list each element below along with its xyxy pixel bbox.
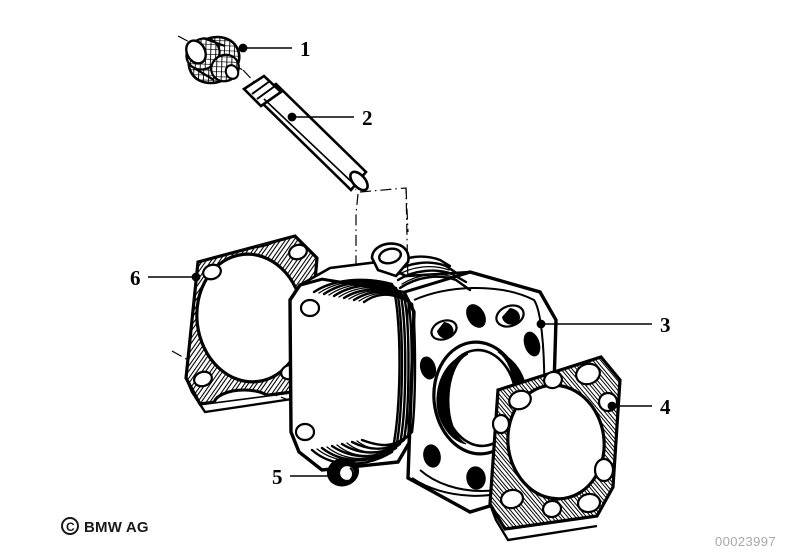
tube-collar-line-2: [256, 85, 276, 100]
cylinder-cooling-fins: [310, 278, 417, 465]
base-gasket-edge: [184, 377, 293, 414]
base-gasket-hole-tl: [202, 263, 222, 281]
copyright-brand: BMW AG: [84, 519, 149, 536]
cylinder-flange-hole-6: [423, 444, 441, 468]
cylinder-flange-holes: [419, 304, 541, 490]
copyright-symbol: C: [66, 520, 75, 534]
part-spark-plug-tube[interactable]: [241, 74, 371, 193]
footer: C BMW AG 00023997: [61, 517, 776, 549]
callout-2[interactable]: 2: [287, 106, 373, 130]
head-gasket-hole-3: [575, 362, 601, 386]
callout-5-dot: [327, 471, 337, 481]
head-gasket-hole-8: [541, 499, 563, 519]
axis-fold-vert: [405, 187, 409, 233]
cylinder-flange-hole-1-shadow: [437, 322, 454, 339]
callout-1-dot: [238, 43, 248, 53]
cylinder-base-flange-hole-top: [299, 298, 321, 318]
tube-highlight: [263, 98, 357, 187]
head-gasket-hole-9: [576, 492, 602, 514]
base-gasket-notch-top: [217, 236, 281, 249]
base-gasket-notch-left: [186, 284, 193, 360]
base-gasket-hole-bl: [193, 370, 213, 388]
spark-plug-ridge-2: [193, 67, 215, 81]
callout-6-dot: [191, 272, 201, 282]
part-nut[interactable]: [325, 455, 362, 489]
callout-4[interactable]: 4: [607, 395, 671, 419]
copyright-icon: [61, 517, 79, 535]
diagram-id: 00023997: [715, 534, 776, 549]
base-gasket-hole-tr: [288, 243, 308, 261]
callout-3[interactable]: 3: [536, 313, 671, 337]
callout-5-number: 5: [272, 465, 283, 489]
callout-2-dot: [287, 112, 297, 122]
spark-plug-ridge-1: [202, 36, 226, 48]
head-gasket-edge: [488, 503, 598, 542]
tube-collar-line-1: [251, 80, 271, 95]
cylinder-sparkplug-hole: [377, 247, 403, 265]
tube-open-end: [349, 170, 369, 192]
head-gasket-hole-5: [491, 413, 511, 435]
head-gasket-hole-6: [593, 457, 615, 483]
part-spark-plug[interactable]: [181, 28, 248, 91]
callout-3-number: 3: [660, 313, 671, 337]
part-base-gasket[interactable]: [165, 221, 338, 418]
callout-4-number: 4: [660, 395, 671, 419]
callout-6[interactable]: 6: [130, 266, 201, 290]
axis-fold-left: [355, 193, 359, 296]
callout-2-number: 2: [362, 106, 373, 130]
spark-plug-terminal: [185, 39, 207, 65]
callout-1-number: 1: [300, 37, 311, 61]
cylinder-flange-hole-3-shadow: [502, 308, 521, 325]
nut-thread-line: [349, 467, 354, 481]
spark-plug-thread-end: [224, 64, 240, 80]
callout-6-number: 6: [130, 266, 141, 290]
tube-collar: [241, 74, 284, 108]
cylinder-flange-hole-5: [419, 356, 437, 380]
head-gasket-hole-2: [543, 370, 563, 390]
cylinder-base-flange-hole-bottom: [294, 422, 316, 442]
callout-3-dot: [536, 319, 546, 329]
cylinder-flange-hole-2: [466, 304, 486, 328]
cylinder-flange-hole-4: [523, 331, 541, 357]
head-gasket-hole-1: [508, 389, 532, 411]
cylinder-flange-hole-7: [466, 466, 486, 490]
head-gasket-hole-7: [499, 488, 525, 510]
callout-1[interactable]: 1: [238, 37, 311, 61]
part-head-gasket[interactable]: [488, 355, 622, 542]
callout-5[interactable]: 5: [272, 465, 337, 489]
axis-fold-right: [359, 187, 409, 301]
cylinder-bore-shadow-left: [436, 353, 469, 445]
callout-4-dot: [607, 401, 617, 411]
